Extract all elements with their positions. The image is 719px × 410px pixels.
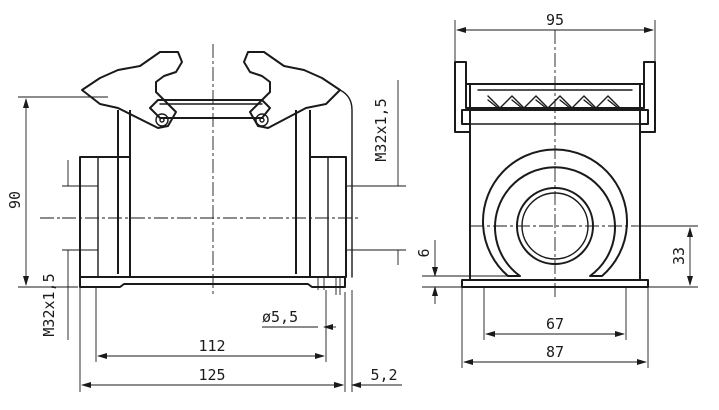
dim-6: 6 <box>415 248 433 257</box>
front-view <box>454 30 656 300</box>
side-left-hook <box>81 51 183 129</box>
dim-d5-5: ø5,5 <box>262 308 298 326</box>
side-base-plate <box>79 276 346 288</box>
side-dimensions: 90 M32x1,5 M32x1,5 ø5,5 112 125 5,2 <box>6 80 406 392</box>
front-dimensions: 95 6 33 67 87 <box>415 11 698 368</box>
dim-m32-left: M32x1,5 <box>40 273 58 336</box>
side-left-pin <box>155 113 169 127</box>
dim-5-2: 5,2 <box>370 366 397 384</box>
dim-90: 90 <box>6 191 24 209</box>
side-left-wall <box>117 110 131 274</box>
dim-125: 125 <box>198 366 225 384</box>
side-right-wall <box>295 110 311 274</box>
dim-33: 33 <box>670 247 688 265</box>
side-right-hook <box>243 51 341 129</box>
dim-87: 87 <box>546 343 564 361</box>
side-view <box>40 44 360 296</box>
front-gland-boss <box>482 148 628 277</box>
side-right-pin <box>255 113 269 127</box>
dim-112: 112 <box>198 337 225 355</box>
front-ribs <box>487 95 621 109</box>
dim-95: 95 <box>546 11 564 29</box>
dim-67: 67 <box>546 315 564 333</box>
side-left-gland <box>79 156 131 278</box>
dim-m32-right: M32x1,5 <box>372 98 390 161</box>
front-top-band <box>465 83 645 109</box>
